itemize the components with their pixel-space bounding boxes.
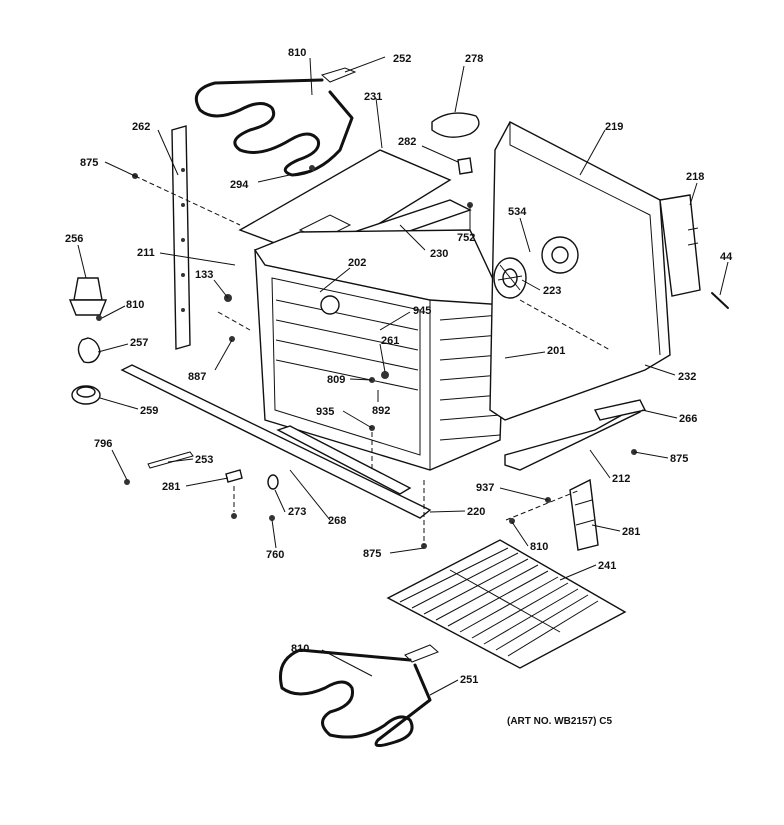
label-202: 202 [348, 257, 366, 269]
part-number-labels: 810 252 278 262 231 282 219 875 294 218 … [65, 47, 733, 727]
label-219: 219 [605, 121, 623, 133]
label-760: 760 [266, 549, 284, 561]
label-810-bottom: 810 [291, 643, 309, 655]
oven-cavity [253, 229, 507, 471]
light-bulb [77, 337, 101, 364]
label-810-top: 810 [288, 47, 306, 59]
label-252: 252 [393, 53, 411, 65]
hinge [569, 478, 599, 551]
label-262: 262 [132, 121, 150, 133]
label-887: 887 [188, 371, 206, 383]
label-253: 253 [195, 454, 213, 466]
label-212: 212 [612, 473, 630, 485]
label-534: 534 [508, 206, 527, 218]
label-937: 937 [476, 482, 494, 494]
bottom-bracket [504, 403, 641, 471]
label-211: 211 [137, 247, 155, 259]
small-hardware [96, 165, 729, 549]
label-256: 256 [65, 233, 83, 245]
label-232: 232 [678, 371, 696, 383]
convection-fan [493, 257, 527, 299]
label-796: 796 [94, 438, 112, 450]
label-875-bottom: 875 [363, 548, 381, 560]
side-rail [171, 125, 191, 350]
label-261: 261 [381, 335, 399, 347]
label-220: 220 [467, 506, 485, 518]
leader-lines [77, 56, 729, 696]
part-278 [431, 112, 480, 138]
label-810-left: 810 [126, 299, 144, 311]
label-241: 241 [598, 560, 616, 572]
label-268: 268 [328, 515, 346, 527]
label-259: 259 [140, 405, 158, 417]
part-266 [593, 399, 647, 421]
label-273: 273 [288, 506, 306, 518]
label-935: 935 [316, 406, 334, 418]
label-44: 44 [720, 251, 733, 263]
label-201: 201 [547, 345, 565, 357]
label-257: 257 [130, 337, 148, 349]
label-875-right: 875 [670, 453, 688, 465]
label-281-right: 281 [622, 526, 640, 538]
label-892: 892 [372, 405, 390, 417]
light-socket [68, 277, 108, 316]
label-223: 223 [543, 285, 561, 297]
label-810-mid: 810 [530, 541, 548, 553]
light-lens [71, 385, 101, 405]
label-278: 278 [465, 53, 483, 65]
label-230: 230 [430, 248, 448, 260]
label-875-left: 875 [80, 157, 98, 169]
part-282 [457, 157, 473, 175]
bake-element-bottom [279, 644, 439, 747]
label-945: 945 [413, 305, 431, 317]
label-266: 266 [679, 413, 697, 425]
bake-element-top [194, 67, 357, 177]
oven-rack [386, 539, 627, 669]
label-231: 231 [364, 91, 382, 103]
label-218: 218 [686, 171, 704, 183]
label-251: 251 [460, 674, 478, 686]
label-281-left: 281 [162, 481, 180, 493]
control-box [659, 194, 701, 297]
art-number: (ART NO. WB2157) C5 [507, 716, 612, 727]
label-752: 752 [457, 232, 475, 244]
label-133: 133 [195, 269, 213, 281]
front-rail [120, 364, 432, 519]
back-panel [489, 121, 671, 421]
label-294: 294 [230, 179, 249, 191]
label-282: 282 [398, 136, 416, 148]
label-809: 809 [327, 374, 345, 386]
